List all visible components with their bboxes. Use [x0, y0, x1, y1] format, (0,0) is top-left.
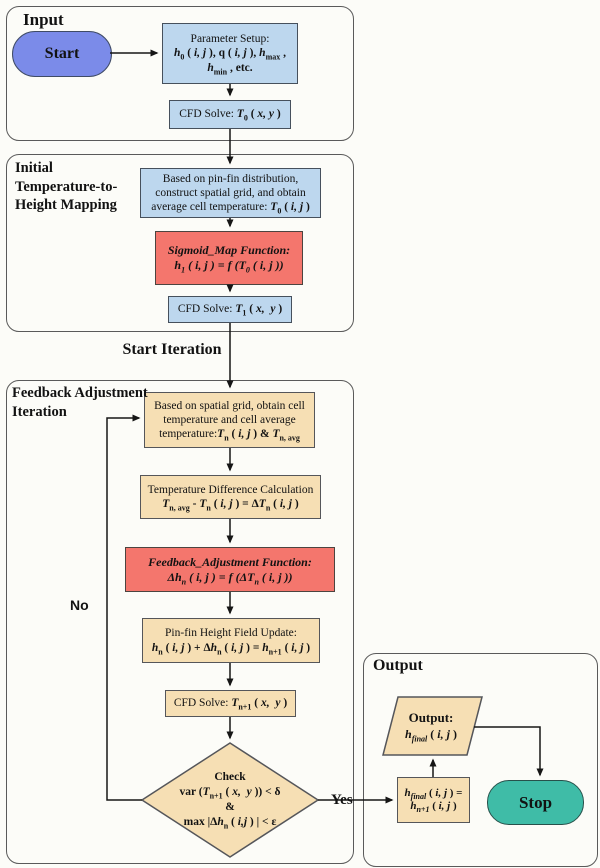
cfd-solve-t1-box: CFD Solve: T1 ( x, y ): [168, 296, 292, 323]
height-field-update-box: Pin-fin Height Field Update: hn ( i, j )…: [142, 618, 320, 663]
cfd-solve-t0-box: CFD Solve: T0 ( x, y ): [169, 100, 291, 129]
temperature-difference-formula: Tn, avg - Tn ( i, j ) = ΔTn ( i, j ): [162, 498, 299, 513]
construct-grid-text: Based on pin-fin distribution, construct…: [151, 172, 310, 216]
output-section-title: Output: [373, 657, 423, 674]
cfd-solve-t0-text: CFD Solve: T0 ( x, y ): [179, 108, 281, 123]
start-label: Start: [44, 45, 80, 62]
stop-terminator: Stop: [487, 780, 584, 825]
parameter-setup-formula-1: h0 ( i, j ), q ( i, j ), hmax ,: [173, 47, 286, 62]
cfd-solve-t1-text: CFD Solve: T1 ( x, y ): [177, 303, 283, 318]
check-condition-2: max |Δhn ( i,j ) | < ε: [183, 815, 277, 831]
output-parallelogram-title: Output:: [408, 709, 454, 725]
output-parallelogram-label: Output: hfinal ( i, j ): [392, 703, 470, 749]
no-branch-label: No: [70, 597, 89, 613]
yes-branch-label: Yes: [331, 792, 353, 808]
output-section: [363, 653, 598, 867]
cfd-solve-tn1-text: CFD Solve: Tn+1 ( x, y ): [173, 697, 288, 712]
hfinal-assign-line2: hn+1 ( i, j ): [410, 800, 457, 815]
feedback-adjustment-title: Feedback_Adjustment Function:: [148, 554, 312, 569]
check-diamond-label: Check var (Tn+1 ( x, y )) < δ & max |Δhn…: [142, 757, 318, 843]
start-terminator: Start: [12, 31, 112, 77]
cfd-solve-tn1-box: CFD Solve: Tn+1 ( x, y ): [165, 690, 296, 717]
sigmoid-map-title: Sigmoid_Map Function:: [167, 243, 291, 258]
feedback-adjustment-box: Feedback_Adjustment Function: Δhn ( i, j…: [125, 547, 335, 592]
check-title: Check: [214, 771, 246, 784]
temperature-difference-title: Temperature Difference Calculation: [147, 483, 314, 496]
check-ampersand: &: [225, 801, 235, 813]
sigmoid-map-box: Sigmoid_Map Function: h1 ( i, j ) = f (T…: [155, 231, 303, 285]
feedback-adjustment-formula: Δhn ( i, j ) = f (ΔTn ( i, j )): [167, 569, 293, 586]
parameter-setup-formula-2: hmin , etc.: [207, 61, 253, 76]
check-condition-1: var (Tn+1 ( x, y )) < δ: [179, 786, 281, 801]
obtain-cell-temperature-text: Based on spatial grid, obtain cell tempe…: [154, 399, 305, 443]
construct-grid-box: Based on pin-fin distribution, construct…: [140, 168, 321, 218]
height-field-update-formula: hn ( i, j ) + Δhn ( i, j ) = hn+1 ( i, j…: [151, 641, 311, 656]
sigmoid-map-formula: h1 ( i, j ) = f (T0 ( i, j )): [174, 258, 284, 275]
stop-label: Stop: [518, 792, 553, 812]
output-parallelogram-formula: hfinal ( i, j ): [405, 726, 457, 744]
hfinal-assign-box: hfinal ( i, j ) = hn+1 ( i, j ): [397, 777, 470, 823]
height-field-update-title: Pin-fin Height Field Update:: [165, 627, 297, 640]
parameter-setup-box: Parameter Setup: h0 ( i, j ), q ( i, j )…: [162, 23, 298, 84]
temperature-difference-box: Temperature Difference Calculation Tn, a…: [140, 475, 321, 519]
start-iteration-label: Start Iteration: [122, 341, 222, 358]
hfinal-assign-line1: hfinal ( i, j ) =: [404, 786, 463, 801]
obtain-cell-temperature-box: Based on spatial grid, obtain cell tempe…: [144, 392, 315, 448]
parameter-setup-title: Parameter Setup:: [190, 33, 270, 46]
input-section-title: Input: [23, 10, 64, 29]
